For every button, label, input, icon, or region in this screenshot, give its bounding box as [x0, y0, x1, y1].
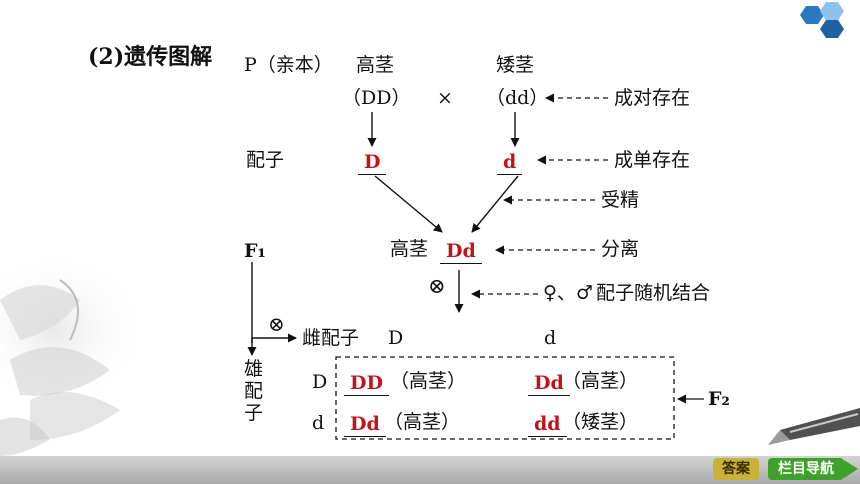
- f2-label: F₂: [708, 388, 730, 410]
- male-header-char-1: 雄: [244, 358, 264, 380]
- parent-tall-genotype: （DD）: [342, 87, 411, 109]
- parent-label: P（亲本）: [244, 54, 333, 76]
- female-gamete-d-upper: D: [388, 327, 404, 349]
- cell-phenotype-3: （高茎）: [384, 411, 461, 433]
- male-gamete-d-upper: D: [312, 371, 328, 393]
- answer-cell-dd-lower: dd: [528, 415, 567, 437]
- answer-gamete-lower: d: [497, 153, 523, 175]
- cell-phenotype-1: （高茎）: [390, 370, 467, 392]
- cell-phenotype-4: （矮茎）: [562, 411, 639, 433]
- f1-phenotype: 高茎: [390, 238, 429, 260]
- answer-cell-dd-mixed-1: Dd: [528, 374, 570, 396]
- note-fertilization: 受精: [601, 189, 640, 211]
- gamete-label: 配子: [246, 149, 285, 171]
- male-gamete-d-lower: d: [312, 412, 325, 434]
- cell-phenotype-2: （高茎）: [562, 370, 639, 392]
- note-single: 成单存在: [614, 149, 691, 171]
- female-gamete-d-lower: d: [544, 327, 557, 349]
- note-paired: 成对存在: [614, 87, 691, 109]
- parent-short-phenotype: 矮茎: [496, 54, 535, 76]
- footer-bar: 答案 栏目导航: [0, 456, 860, 484]
- note-separation: 分离: [601, 238, 640, 260]
- female-gamete-header: 雌配子: [302, 327, 360, 349]
- nav-button[interactable]: 栏目导航: [768, 458, 844, 480]
- male-header-char-2: 配: [244, 380, 264, 402]
- section-heading: (2)遗传图解: [88, 44, 213, 70]
- answer-f1-genotype: Dd: [440, 242, 482, 264]
- cross-symbol: ×: [437, 87, 453, 109]
- parent-tall-phenotype: 高茎: [356, 54, 395, 76]
- answer-gamete-upper: D: [358, 153, 387, 175]
- gender-symbols: ♀、♂: [543, 282, 593, 304]
- f1-self-cross-symbol: ⊗: [268, 312, 285, 336]
- note-random-union: 配子随机结合: [596, 282, 711, 304]
- answer-cell-dd-mixed-2: Dd: [344, 415, 386, 437]
- parent-short-genotype: （dd）: [486, 87, 549, 109]
- f1-label: F₁: [244, 240, 266, 262]
- answer-cell-dd-upper: DD: [344, 374, 389, 396]
- male-header-char-3: 子: [244, 402, 264, 424]
- answer-button[interactable]: 答案: [713, 458, 759, 480]
- nav-arrow-icon[interactable]: [844, 460, 858, 478]
- self-cross-symbol: ⊗: [428, 274, 446, 298]
